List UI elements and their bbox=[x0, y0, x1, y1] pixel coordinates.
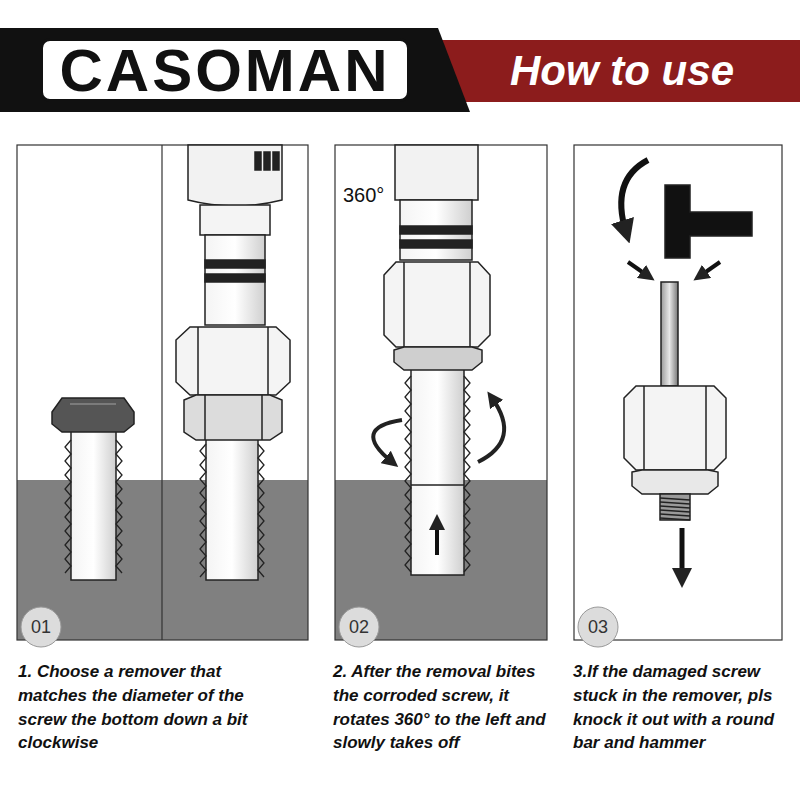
hammer-knock-out bbox=[621, 160, 752, 578]
thread-zigzag bbox=[200, 444, 206, 577]
rotation-label: 360° bbox=[343, 184, 384, 207]
callout-number: 03 bbox=[588, 617, 608, 638]
panel-divider bbox=[161, 145, 162, 640]
thread-line bbox=[660, 510, 690, 512]
thread-line bbox=[660, 498, 690, 500]
brand-name: CASOMAN bbox=[60, 36, 391, 105]
step-caption: 3.If the damaged screw stuck in the remo… bbox=[573, 660, 788, 755]
callout-number: 02 bbox=[349, 617, 369, 638]
panel-frame bbox=[574, 145, 782, 640]
thread-zigzag bbox=[464, 376, 470, 572]
heading-text: How to use bbox=[510, 47, 734, 95]
thread-zigzag bbox=[258, 444, 264, 577]
thread-zigzag bbox=[405, 376, 411, 572]
thread-line bbox=[660, 502, 690, 504]
thread-line bbox=[660, 514, 690, 516]
panel-frame bbox=[17, 145, 308, 640]
thread-zigzag bbox=[116, 440, 122, 573]
panel-frame bbox=[335, 145, 547, 640]
step-caption: 1. Choose a remover that matches the dia… bbox=[18, 660, 273, 755]
callout-number: 01 bbox=[31, 617, 51, 638]
remover-turning bbox=[373, 145, 504, 575]
step-number: 03 bbox=[577, 606, 619, 648]
step-number: 01 bbox=[20, 606, 62, 648]
logo-ground bbox=[0, 28, 470, 112]
panels bbox=[17, 145, 782, 640]
thread-line bbox=[660, 506, 690, 508]
drill-with-remover bbox=[176, 145, 290, 580]
thread-line bbox=[660, 518, 690, 520]
screw-threads bbox=[65, 376, 690, 577]
step-number: 02 bbox=[338, 606, 380, 648]
thread-zigzag bbox=[65, 440, 71, 573]
header bbox=[0, 28, 800, 112]
heading-band: How to use bbox=[472, 40, 772, 102]
logo-box: CASOMAN bbox=[40, 38, 410, 102]
bolt bbox=[52, 398, 134, 580]
step-caption: 2. After the removal bites the corroded … bbox=[333, 660, 558, 755]
